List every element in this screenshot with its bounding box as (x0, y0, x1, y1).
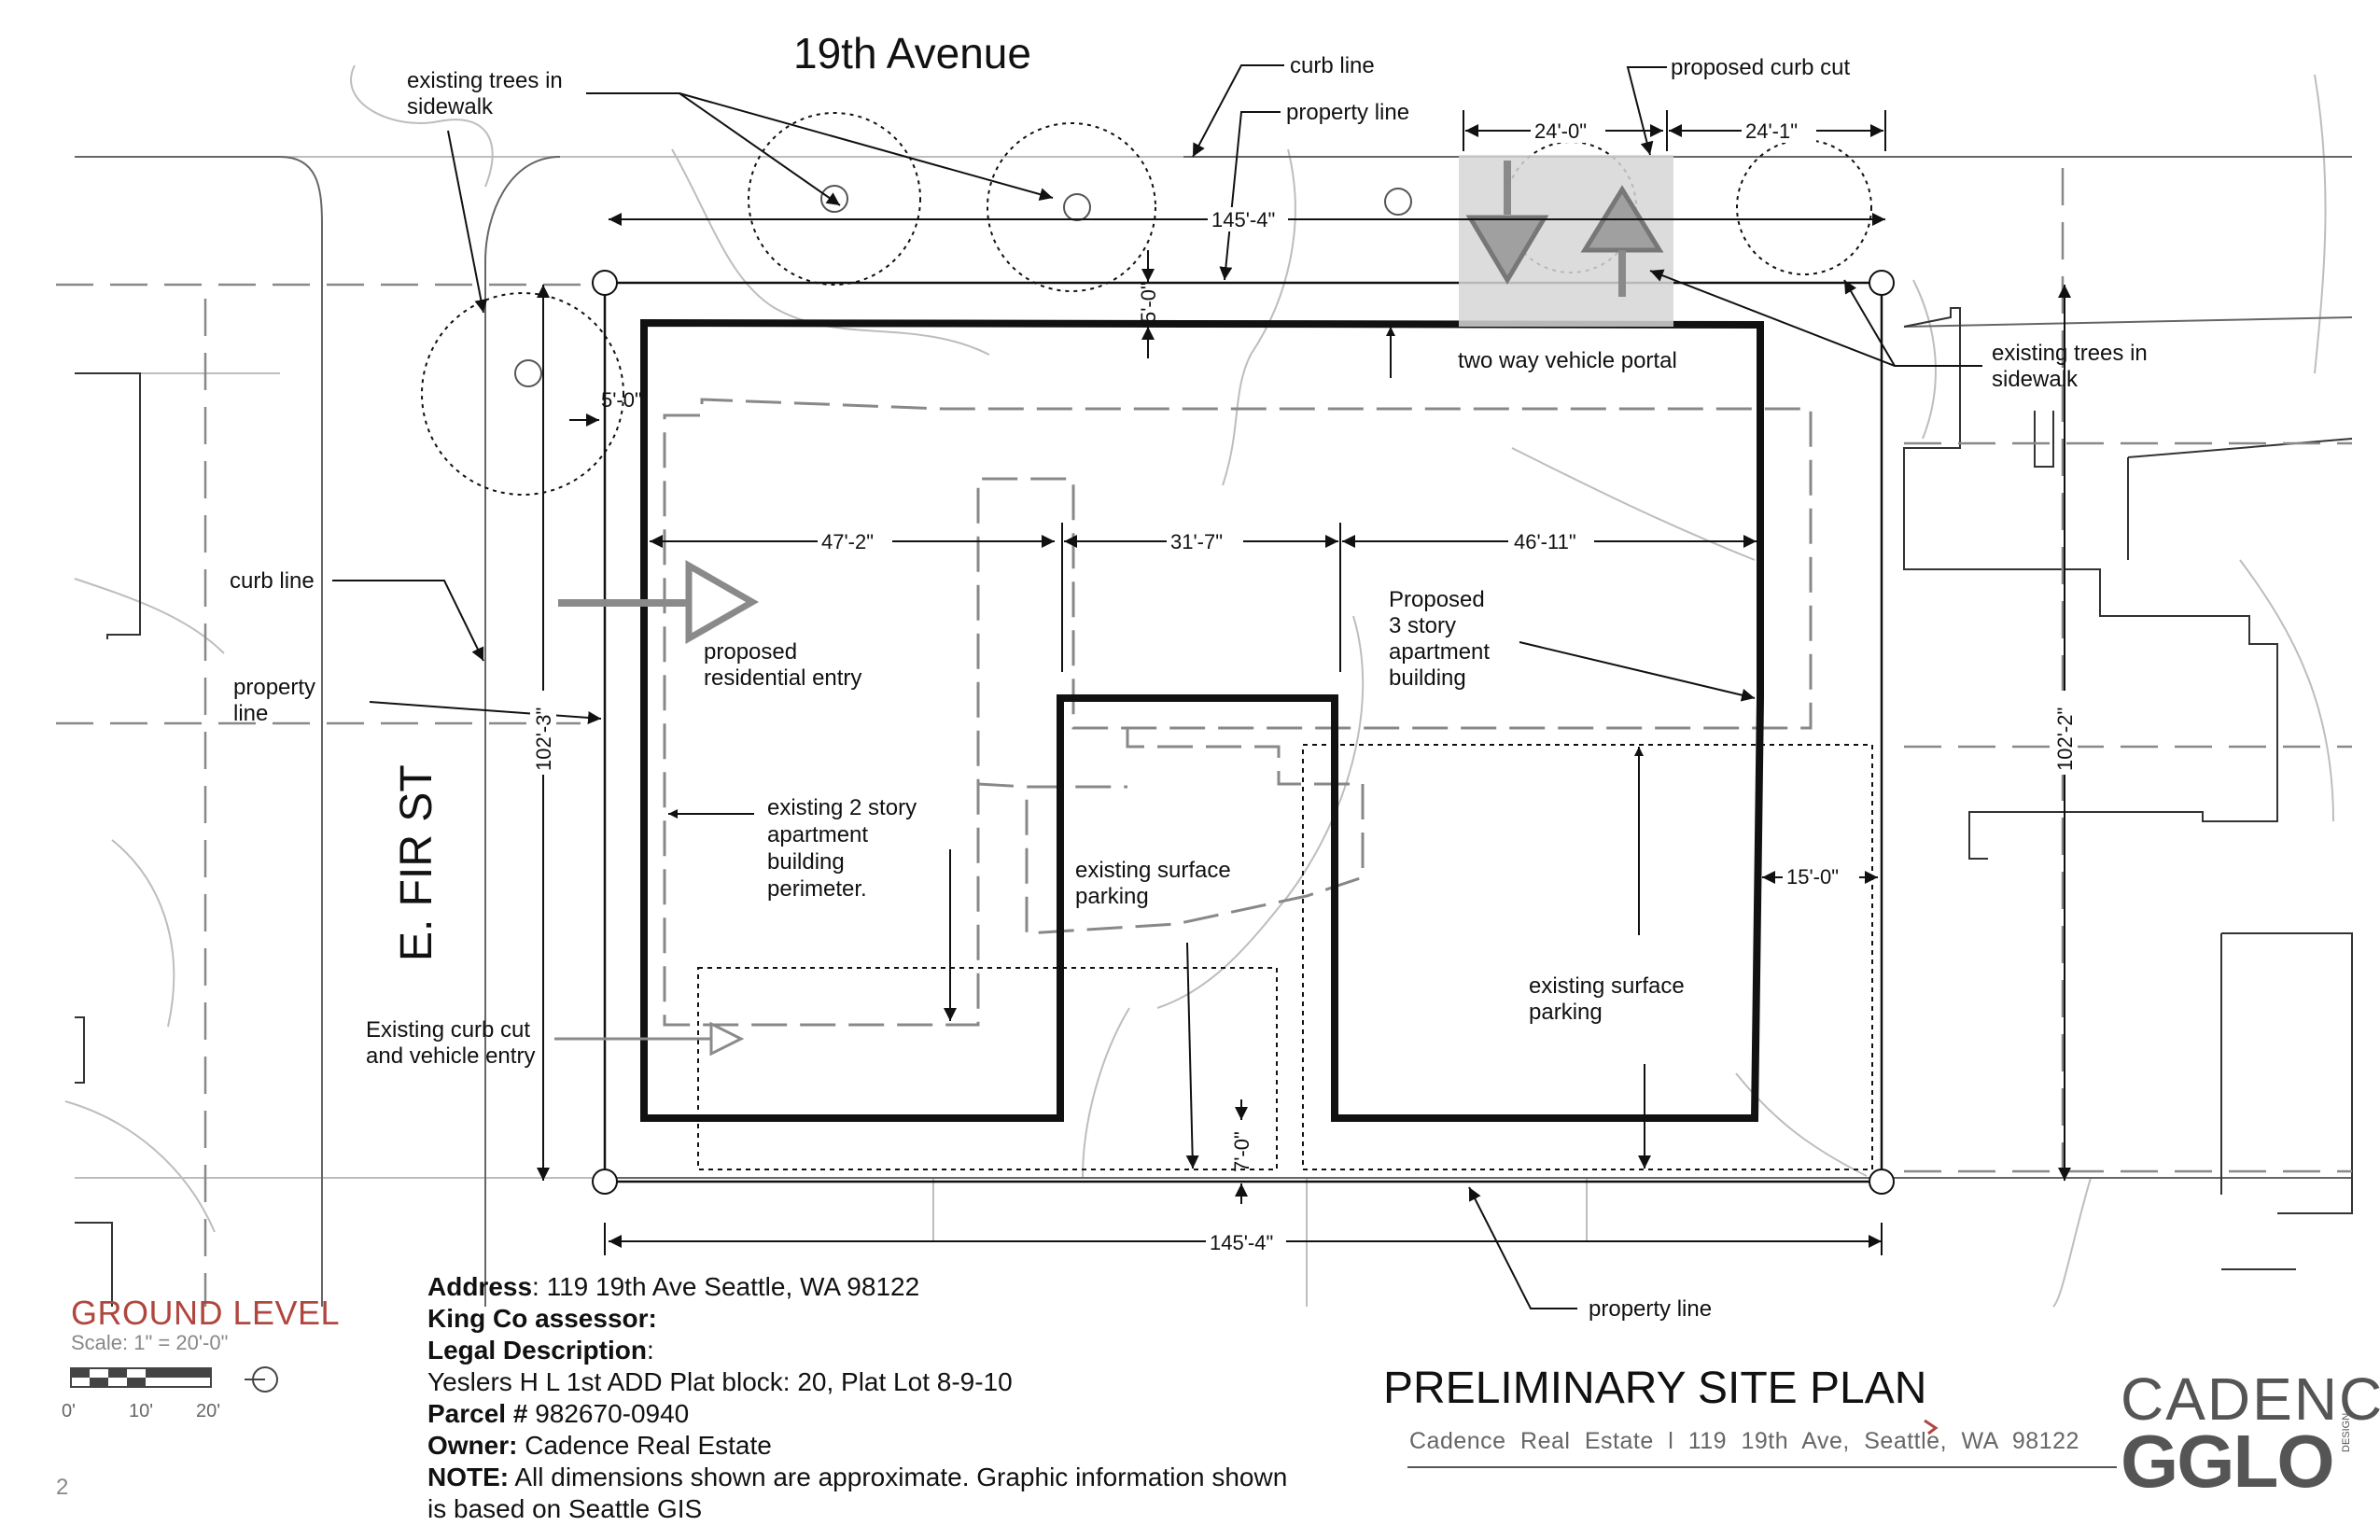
accent-mark (1924, 1419, 1939, 1435)
label-curb-line-left: curb line (230, 568, 315, 594)
address-value: : 119 19th Ave Seattle, WA 98122 (532, 1272, 920, 1301)
parcel-value: 982670-0940 (527, 1399, 690, 1428)
page-number: 2 (56, 1475, 69, 1500)
existing-building-perimeter (663, 398, 1813, 1027)
dim-setback-top: 5'-0" (1137, 282, 1160, 323)
label-property-line-bottom: property line (1589, 1296, 1712, 1322)
legal-colon: : (646, 1336, 654, 1365)
level-name: GROUND LEVEL (71, 1294, 341, 1332)
label-property-line-top: property line (1286, 100, 1409, 125)
dim-seg-1: 47'-2" (821, 530, 874, 553)
note-value-2: is based on Seattle GIS (427, 1494, 703, 1523)
dashed-gis-lines (56, 168, 2352, 1307)
street-name-west: E. FIR ST (392, 764, 441, 961)
dim-curb-cut-b: 24'-1" (1745, 119, 1798, 143)
parking-areas (697, 744, 1873, 1170)
address-label: Address (427, 1272, 533, 1301)
leader-lines (332, 64, 1982, 1309)
label-curb-line-top: curb line (1290, 53, 1375, 78)
label-two-way-portal: two way vehicle portal (1458, 348, 1677, 373)
dimension-text-backgrounds (530, 119, 2078, 1254)
legal-label: Legal Description (427, 1336, 647, 1365)
note-label: NOTE: (427, 1463, 510, 1491)
vehicle-portal (1459, 155, 1673, 327)
dim-setback-left: 5'-0" (601, 388, 642, 412)
brand-design-tag: DESIGN (2341, 1412, 2352, 1452)
dim-setback-bottom: 7'-0" (1230, 1131, 1253, 1172)
sheet-subtitle: Cadence Real Estate l 119 19th Ave, Seat… (1409, 1428, 2079, 1454)
curb-cut-entry-arrow (554, 1021, 745, 1057)
dim-bottom-width: 145'-4" (1210, 1231, 1273, 1254)
dim-curb-cut-a: 24'-0" (1534, 119, 1587, 143)
residential-entry-arrow (558, 559, 760, 645)
scale-text: Scale: 1" = 20'-0" (71, 1331, 229, 1354)
dim-depth-right: 102'-2" (2053, 707, 2077, 771)
project-info: Address: 119 19th Ave Seattle, WA 98122 … (427, 1271, 1287, 1525)
owner-value: Cadence Real Estate (517, 1431, 772, 1460)
owner-label: Owner: (427, 1431, 518, 1460)
dim-seg-2: 31'-7" (1170, 530, 1223, 553)
assessor-label: King Co assessor: (427, 1304, 657, 1333)
gis-background (64, 64, 2352, 1308)
property-boundary (603, 281, 1883, 1183)
scale-tick-0: 0' (62, 1401, 76, 1421)
dim-depth-left: 102'-3" (532, 707, 555, 771)
scale-tick-10: 10' (129, 1401, 153, 1421)
property-corners (592, 270, 1895, 1195)
proposed-building-outline (640, 318, 1764, 1122)
street-name-north: 19th Avenue (793, 29, 1031, 77)
brand-cadence-logo: CADENCE (2121, 1365, 2380, 1433)
brand-gglo-logo: GGLO (2121, 1420, 2335, 1503)
dim-top-width: 145'-4" (1211, 208, 1275, 231)
legal-value: Yeslers H L 1st ADD Plat block: 20, Plat… (427, 1367, 1013, 1396)
label-proposed-curb-cut: proposed curb cut (1671, 55, 1850, 80)
note-value-1: All dimensions shown are approximate. Gr… (509, 1463, 1288, 1491)
neighbor-buildings (75, 307, 2353, 1307)
sheet-title: PRELIMINARY SITE PLAN (1383, 1364, 1927, 1413)
curb-lines (75, 156, 2353, 1307)
scale-bar: 0' 10' 20' (62, 1366, 278, 1421)
dim-seg-3: 46'-11" (1514, 530, 1576, 553)
scale-tick-20: 20' (196, 1401, 220, 1421)
dim-setback-right: 15'-0" (1786, 865, 1839, 889)
parcel-label: Parcel # (427, 1399, 528, 1428)
